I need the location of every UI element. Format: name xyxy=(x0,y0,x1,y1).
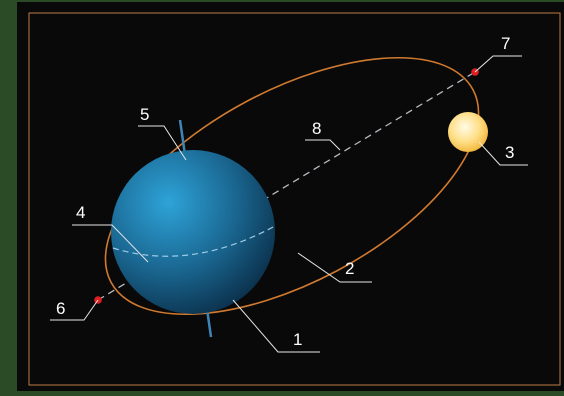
label-2: 2 xyxy=(345,259,354,278)
panel-background xyxy=(17,2,564,391)
label-4: 4 xyxy=(76,203,85,222)
label-5: 5 xyxy=(140,105,149,124)
label-8: 8 xyxy=(312,119,321,138)
label-7: 7 xyxy=(501,34,510,53)
label-6: 6 xyxy=(56,299,65,318)
planet-globe xyxy=(111,150,275,314)
label-3: 3 xyxy=(505,143,514,162)
label-1: 1 xyxy=(293,330,302,349)
